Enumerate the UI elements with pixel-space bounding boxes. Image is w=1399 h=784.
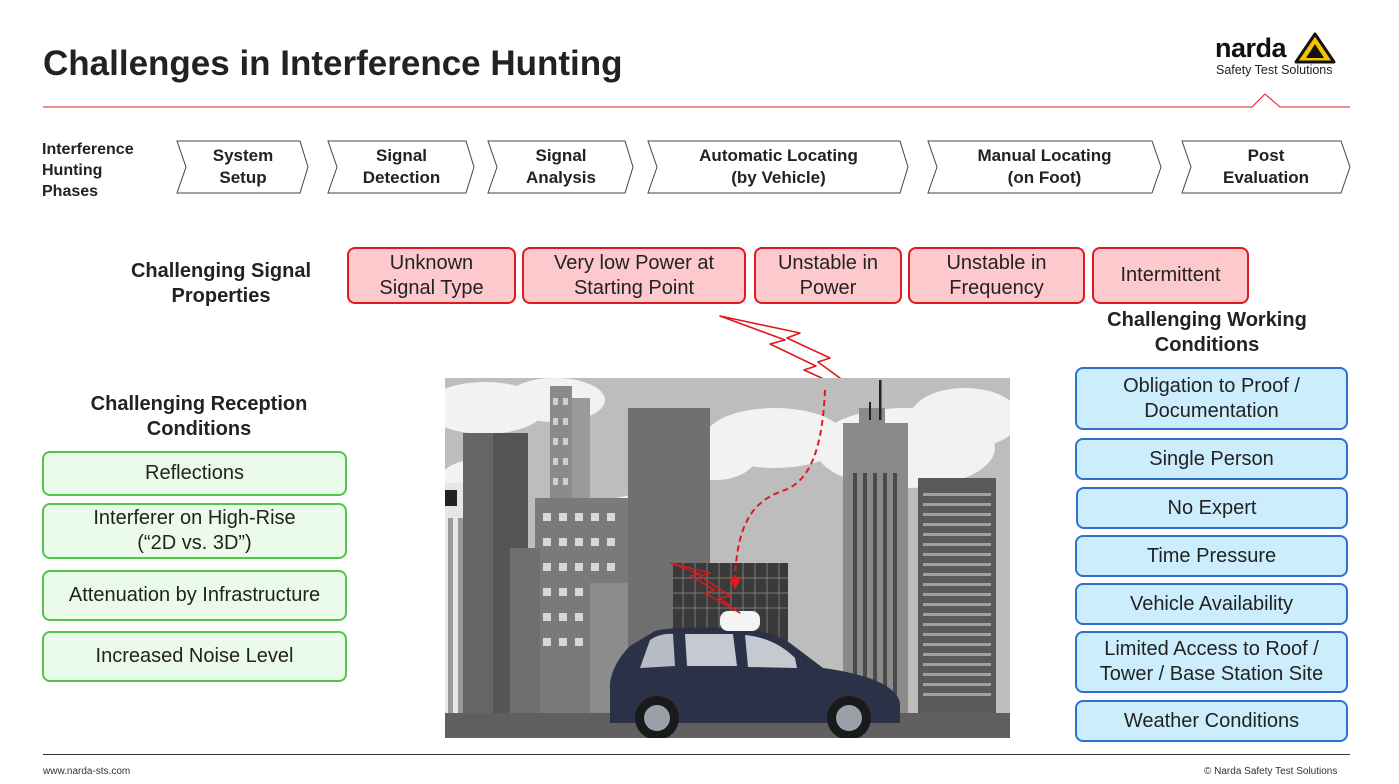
logo-name: narda bbox=[1215, 33, 1287, 63]
header-divider bbox=[43, 93, 1350, 108]
working-vehicle-availability: Vehicle Availability bbox=[1075, 583, 1348, 625]
reception-attenuation: Attenuation by Infrastructure bbox=[42, 570, 347, 621]
working-documentation: Obligation to Proof /Documentation bbox=[1075, 367, 1348, 430]
phase-chevrons bbox=[176, 140, 1351, 194]
phase-chevron-4 bbox=[647, 140, 909, 194]
phase-manual-locating: Manual Locating(on Foot) bbox=[977, 146, 1112, 187]
phase-chevron-1 bbox=[176, 140, 309, 194]
footer-copyright: © Narda Safety Test Solutions bbox=[1204, 766, 1338, 777]
page-title: Challenges in Interference Hunting bbox=[43, 44, 623, 83]
working-single-person: Single Person bbox=[1075, 438, 1348, 480]
phase-automatic-locating: Automatic Locating(by Vehicle) bbox=[699, 146, 858, 187]
reception-high-rise: Interferer on High-Rise(“2D vs. 3D”) bbox=[42, 503, 347, 559]
phase-chevron-6 bbox=[1181, 140, 1351, 194]
footer-divider bbox=[43, 754, 1350, 755]
footer-website: www.narda-sts.com bbox=[43, 766, 131, 777]
signal-intermittent: Intermittent bbox=[1092, 247, 1249, 304]
phase-chevron-5 bbox=[927, 140, 1162, 194]
working-limited-access: Limited Access to Roof /Tower / Base Sta… bbox=[1075, 631, 1348, 693]
city-vehicle-illustration bbox=[445, 378, 1010, 738]
working-weather-conditions: Weather Conditions bbox=[1075, 700, 1348, 742]
phases-label: Interference Hunting Phases bbox=[42, 141, 134, 200]
reception-reflections: Reflections bbox=[42, 451, 347, 496]
vehicle-icon bbox=[610, 611, 900, 738]
phase-chevron-2 bbox=[327, 140, 475, 194]
working-no-expert: No Expert bbox=[1076, 487, 1348, 529]
reception-noise-level: Increased Noise Level bbox=[42, 631, 347, 682]
working-time-pressure: Time Pressure bbox=[1075, 535, 1348, 577]
narda-logo-triangle-icon bbox=[1294, 32, 1336, 64]
phase-chevron-3 bbox=[487, 140, 634, 194]
logo-tagline: Safety Test Solutions bbox=[1216, 63, 1333, 77]
